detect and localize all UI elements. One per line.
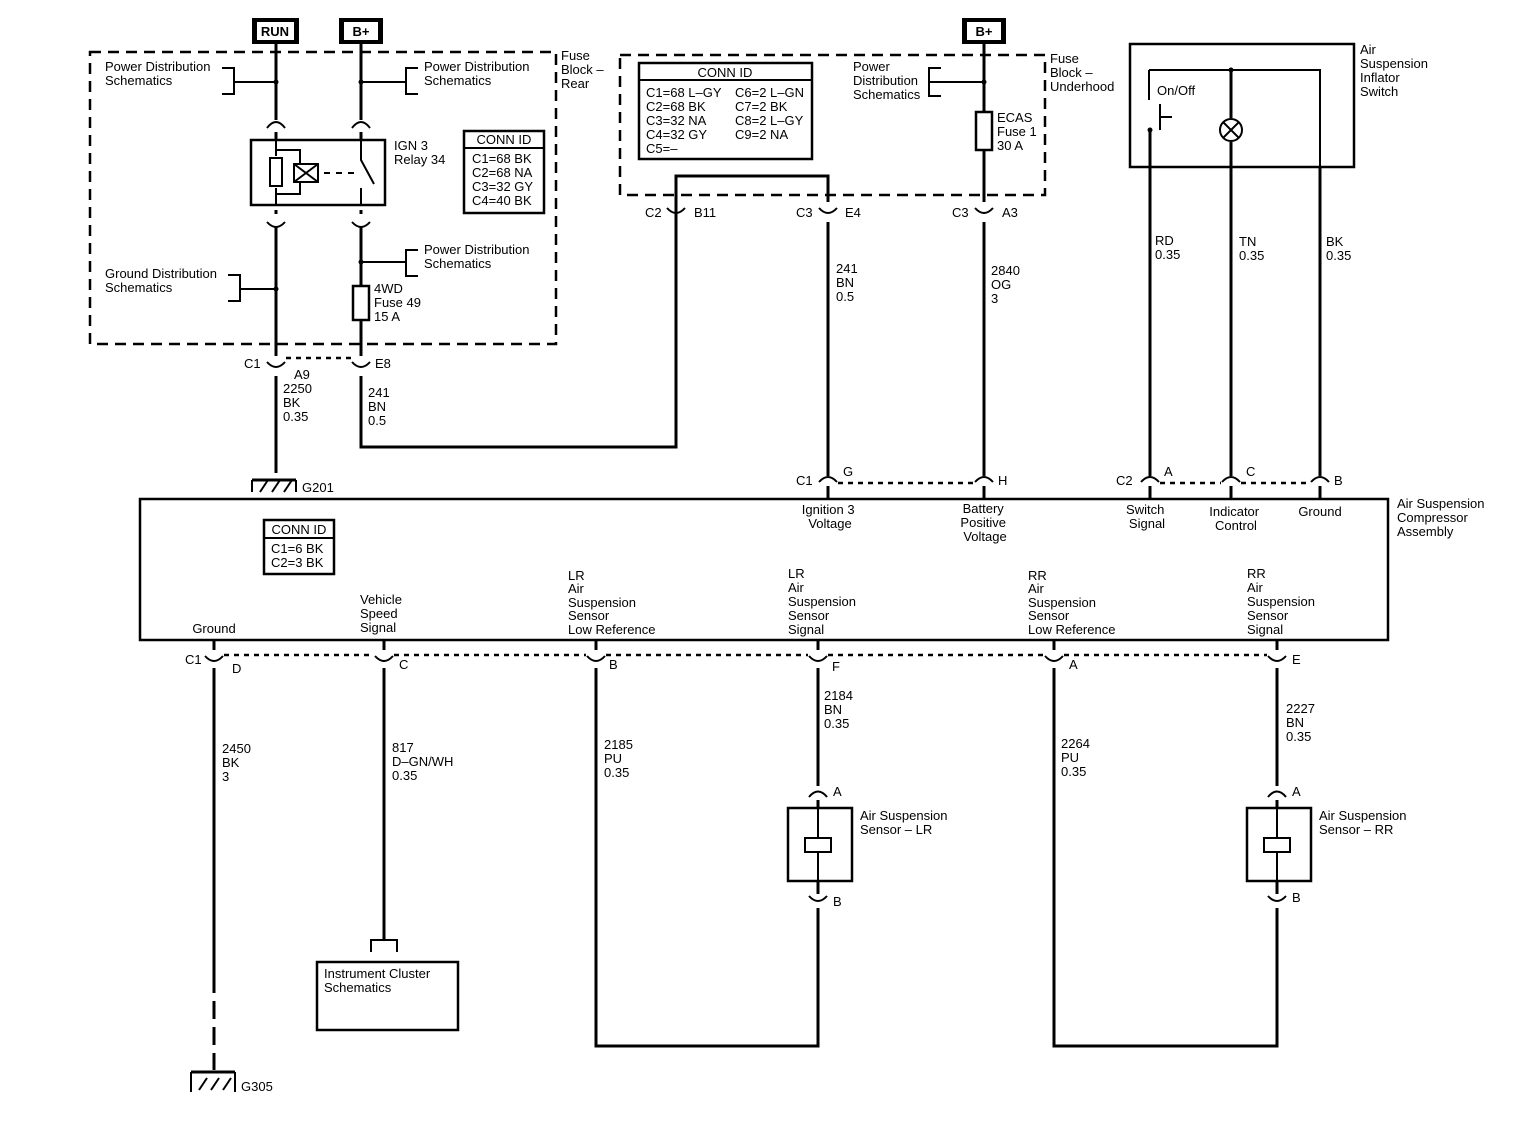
pin-a-top: A	[1164, 464, 1173, 479]
fuse-block-rear-outline	[88, 50, 558, 346]
c3-e4-connector: C3	[796, 205, 813, 220]
inflator-switch-box	[1128, 42, 1356, 169]
c2-b11-connector: C2	[645, 205, 662, 220]
lr-pin-a: A	[833, 784, 842, 799]
pin-a9: A9	[294, 367, 310, 382]
rr-low-reference-label: RR Air Suspension Sensor Low Reference	[1028, 568, 1115, 637]
ecas-fuse-1-label: ECAS Fuse 1 30 A	[997, 110, 1040, 153]
wire-241-upper-label: 241 BN 0.5	[836, 261, 861, 304]
wire-2185-label: 2185 PU 0.35	[604, 737, 637, 780]
power-distribution-ref-3[interactable]: Power Distribution Schematics	[424, 242, 533, 271]
comp-c1-top-connector: C1	[796, 473, 813, 488]
inflator-switch-title: Air Suspension Inflator Switch	[1360, 42, 1432, 99]
fuse-block-underhood-title: Fuse Block – Underhood	[1050, 51, 1114, 94]
air-suspension-sensor-rr	[1245, 806, 1313, 883]
ign3-relay	[249, 138, 387, 207]
wire-2264-label: 2264 PU 0.35	[1061, 736, 1094, 779]
c1-rear-connector: C1	[244, 356, 261, 371]
switch-signal-label: Switch Signal	[1126, 502, 1168, 531]
pin-b-top: B	[1334, 473, 1343, 488]
svg-text:CONN ID: CONN ID	[272, 522, 327, 537]
pin-c-top: C	[1246, 464, 1255, 479]
compressor-assembly-box	[138, 497, 1390, 642]
fuse-block-underhood-outline	[618, 53, 1047, 197]
run-label: RUN	[261, 24, 289, 39]
svg-text:CONN ID: CONN ID	[477, 132, 532, 147]
wire-2450-label: 2450 BK 3	[222, 741, 255, 784]
wire-817-label: 817 D–GN/WH 0.35	[392, 740, 457, 783]
fuse-49	[351, 284, 371, 322]
ground-distribution-ref[interactable]: Ground Distribution Schematics	[105, 266, 221, 295]
wire-2250-label: 2250 BK 0.35	[283, 381, 316, 424]
c3-a3-connector: C3	[952, 205, 969, 220]
rr-signal-label: RR Air Suspension Sensor Signal	[1247, 566, 1319, 637]
comp-c2-top-connector: C2	[1116, 473, 1133, 488]
ignition-3-voltage-label: Ignition 3 Voltage	[802, 502, 858, 531]
bplus-rear-label: B+	[353, 24, 370, 39]
fuse-block-underhood-conn-id: CONN ID C1=68 L–GY C2=68 BK C3=32 NA C4=…	[637, 61, 814, 161]
run-source: RUN	[252, 18, 299, 44]
svg-text:C1=68 BK C2=68 NA: C1=68 BK C2=68 NA C3=32 GY C4=40 BK	[472, 151, 536, 208]
bplus-underhood-source: B+	[962, 18, 1006, 44]
pin-e4: E4	[845, 205, 861, 220]
pin-e8: E8	[375, 356, 391, 371]
air-suspension-sensor-lr	[786, 806, 854, 883]
pin-c-bottom: C	[399, 657, 408, 672]
onoff-label[interactable]: On/Off	[1157, 83, 1195, 98]
compressor-assembly-title: Air Suspension Compressor Assembly	[1397, 496, 1488, 539]
rr-pin-b: B	[1292, 890, 1301, 905]
rr-pin-a: A	[1292, 784, 1301, 799]
bplus-rear-source: B+	[339, 18, 383, 44]
svg-text:C1=6 BK C2=3 BK: C1=6 BK C2=3 BK	[271, 541, 327, 570]
wire-2840-label: 2840 OG 3	[991, 263, 1024, 306]
ground-bottom-label: Ground	[192, 621, 235, 636]
compressor-conn-id: CONN ID C1=6 BK C2=3 BK	[262, 518, 336, 576]
comp-c1-bottom-connector: C1	[185, 652, 202, 667]
lr-low-reference-label: LR Air Suspension Sensor Low Reference	[568, 568, 655, 637]
ground-top-label: Ground	[1298, 504, 1341, 519]
wire-rd-label: RD 0.35	[1155, 233, 1180, 262]
ecas-fuse-1	[974, 110, 994, 152]
power-distribution-ref-2[interactable]: Power Distribution Schematics	[424, 59, 533, 88]
pin-b-bottom: B	[609, 657, 618, 672]
pin-d: D	[232, 661, 241, 676]
ign3-relay-label: IGN 3 Relay 34	[394, 138, 445, 167]
svg-text:CONN ID: CONN ID	[698, 65, 753, 80]
pin-g: G	[843, 464, 853, 479]
indicator-lamp-icon	[1219, 118, 1243, 142]
lr-signal-label: LR Air Suspension Sensor Signal	[788, 566, 860, 637]
vehicle-speed-signal-label: Vehicle Speed Signal	[360, 592, 406, 635]
wire-2184-label: 2184 BN 0.35	[824, 688, 857, 731]
wire-241-lower-label: 241 BN 0.5	[368, 385, 393, 428]
pin-a-bottom: A	[1069, 657, 1078, 672]
battery-positive-voltage-label: Battery Positive Voltage	[960, 501, 1009, 544]
ground-g201	[251, 478, 297, 493]
power-distribution-ref-underhood[interactable]: Power Distribution Schematics	[853, 59, 922, 102]
svg-text:C1=68 L–GY C2=68 BK: C1=68 L–GY C2=68 BK C3=32 NA C4=32 GY C5…	[646, 85, 725, 156]
instrument-cluster-box[interactable]	[315, 960, 460, 1032]
pin-a3: A3	[1002, 205, 1018, 220]
instrument-cluster-label[interactable]: Instrument Cluster Schematics	[324, 966, 434, 995]
wire-bk-label: BK 0.35	[1326, 234, 1351, 263]
g201-label: G201	[302, 480, 334, 495]
fuse-49-label: 4WD Fuse 49 15 A	[374, 281, 425, 324]
fuse-block-rear-conn-id: CONN ID C1=68 BK C2=68 NA C3=32 GY C4=40…	[462, 129, 546, 215]
power-distribution-ref-1[interactable]: Power Distribution Schematics	[105, 59, 214, 88]
sensor-lr-label: Air Suspension Sensor – LR	[860, 808, 951, 837]
wire-2227-label: 2227 BN 0.35	[1286, 701, 1319, 744]
pin-f: F	[832, 659, 840, 674]
pin-e: E	[1292, 652, 1301, 667]
indicator-control-label: Indicator Control	[1209, 504, 1263, 533]
pin-b11: B11	[694, 205, 716, 220]
wire-tn-label: TN 0.35	[1239, 234, 1264, 263]
lr-pin-b: B	[833, 894, 842, 909]
bplus-underhood-label: B+	[976, 24, 993, 39]
ground-g305	[190, 1070, 236, 1092]
g305-label: G305	[241, 1079, 273, 1094]
pin-h: H	[998, 473, 1007, 488]
svg-text:C6=2 L–GN C7=2 BK: C6=2 L–GN C7=2 BK C8=2 L–GY C9=2 NA	[735, 85, 808, 142]
fuse-block-rear-title: Fuse Block – Rear	[561, 48, 607, 91]
sensor-rr-label: Air Suspension Sensor – RR	[1319, 808, 1410, 837]
